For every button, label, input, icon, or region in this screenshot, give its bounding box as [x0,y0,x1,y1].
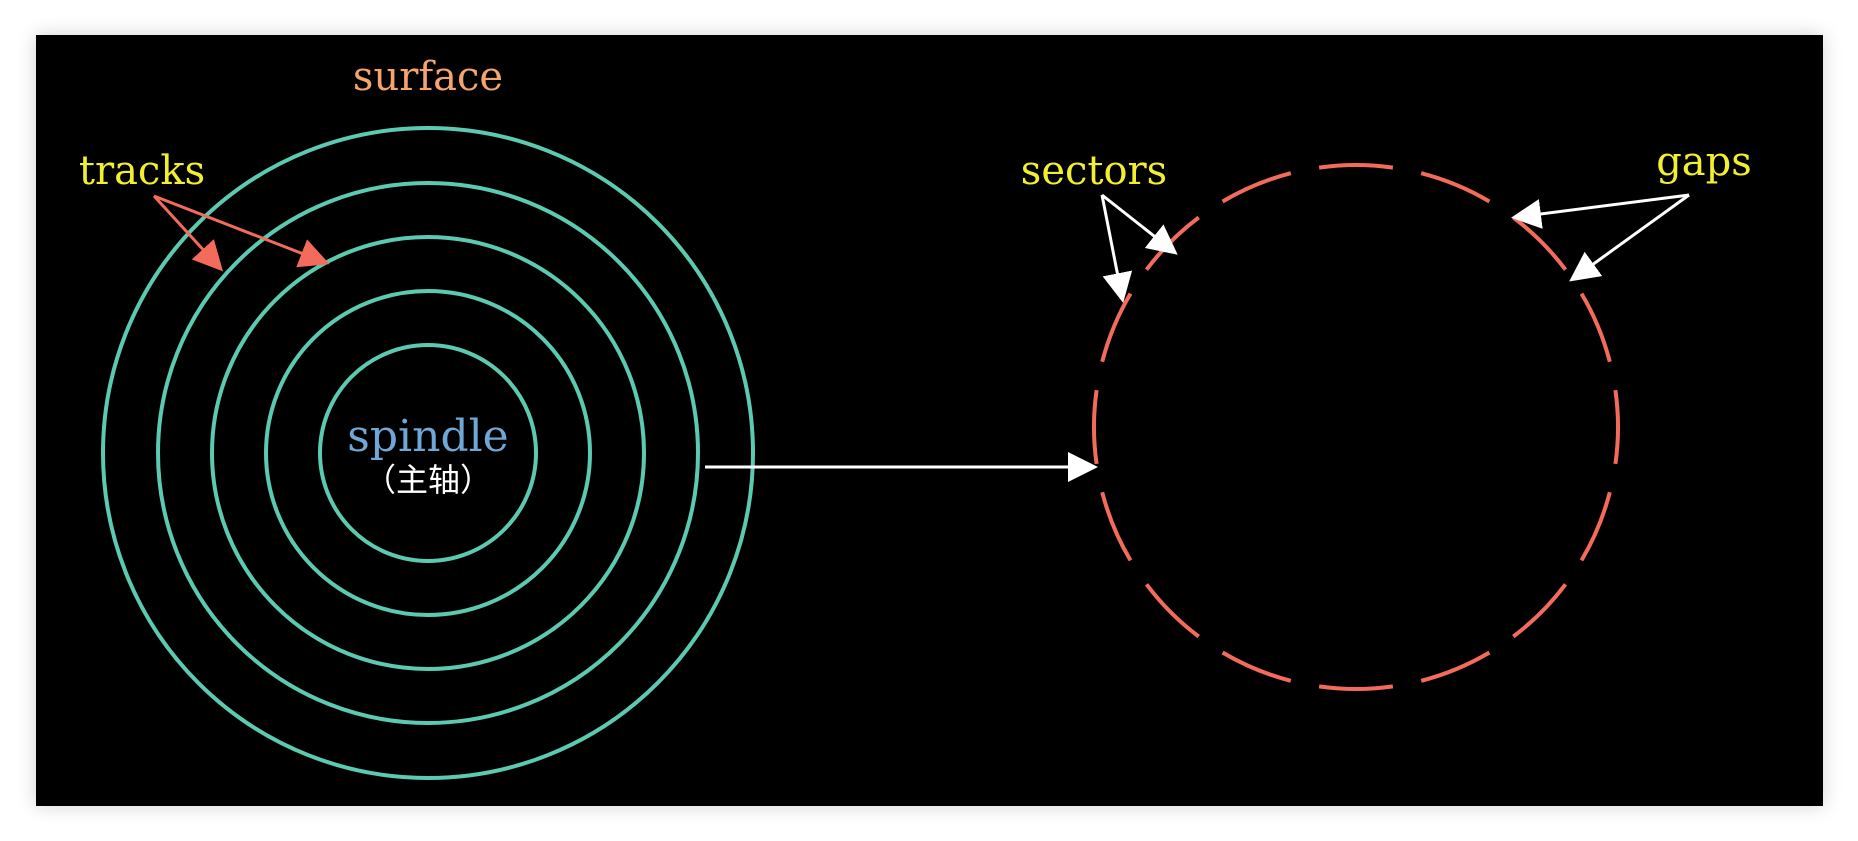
track-ring-1 [101,126,755,780]
sector-arc [1579,491,1612,562]
sector-arc [1221,171,1292,204]
sector-arc [1420,171,1491,204]
sector-arc [1100,292,1133,363]
sector-arc [1144,583,1200,639]
sector-arc [1221,650,1292,683]
sector-arc [1318,162,1394,170]
track-ring-3 [210,235,646,671]
tracks-arrows [152,194,330,272]
track-ring-5 [318,343,538,563]
tracks-arrow-outer [152,194,224,272]
sector-arc [1144,215,1200,271]
track-ring-4 [264,289,592,617]
sector-ring [1091,162,1621,692]
sector-arc [1318,684,1394,692]
sector-arc [1512,583,1568,639]
sector-arc [1100,491,1133,562]
sectors-arrow-upper [1101,193,1178,255]
track-ring-2 [156,181,700,725]
disk-surface [101,126,755,780]
spindle-cn-label: （主轴） [364,461,492,499]
gaps-label: gaps [1656,139,1752,185]
sector-arc [1512,215,1568,271]
tracks-arrow-inner [153,194,330,268]
sectors-arrows [1100,193,1178,303]
surface-label: surface [353,54,503,100]
gaps-arrow-upper [1511,193,1690,229]
sectors-arrow-lower [1100,194,1133,303]
spindle-label: spindle [347,411,508,462]
sector-arc [1091,389,1099,465]
gaps-arrows [1511,193,1690,282]
disk-diagram-svg: surface tracks spindle （主轴） sectors gaps [79,54,1752,780]
tracks-label: tracks [79,148,205,194]
sector-arc [1613,389,1621,465]
sector-arc [1579,292,1612,363]
sectors-label: sectors [1021,148,1167,194]
diagram-canvas: surface tracks spindle （主轴） sectors gaps [36,35,1823,806]
gaps-arrow-lower [1569,193,1690,282]
sector-arc [1420,650,1491,683]
